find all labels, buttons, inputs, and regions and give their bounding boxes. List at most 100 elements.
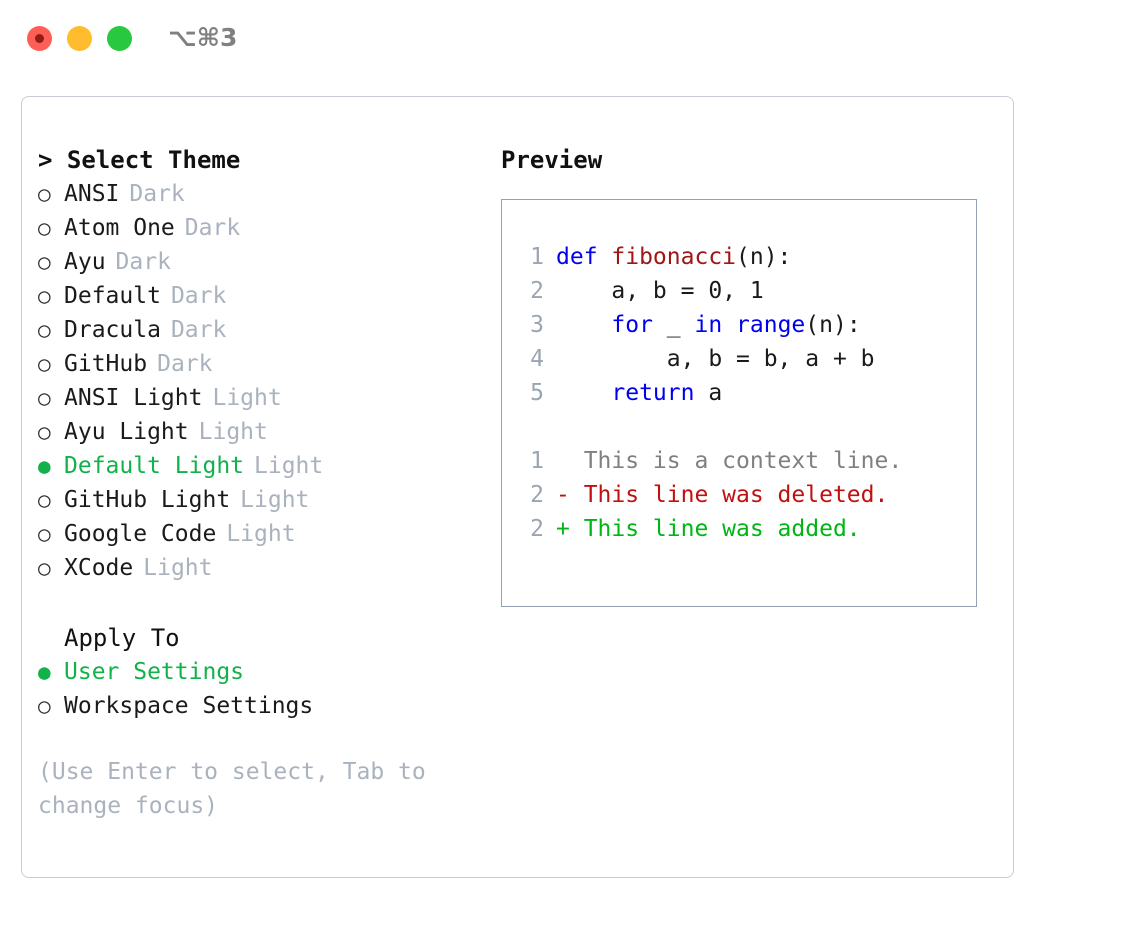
code-line-content: for _ in range(n): (556, 308, 861, 342)
diff-line-content: + This line was added. (556, 516, 861, 542)
code-token: return (611, 380, 695, 406)
radio-selected-icon[interactable]: ● (38, 454, 51, 478)
code-token: a, b = 0, 1 (556, 278, 764, 304)
theme-option-label: Ayu (64, 249, 106, 275)
code-line: 1 def fibonacci(n): (514, 240, 976, 274)
theme-option-tag: Light (240, 487, 310, 513)
apply-to-option-label: User Settings (64, 659, 245, 685)
theme-option-tag: Light (143, 555, 213, 581)
line-number: 2 (530, 482, 544, 508)
code-diff-spacer (514, 410, 976, 444)
theme-option-tag: Light (212, 385, 282, 411)
close-button[interactable] (27, 26, 52, 51)
theme-option-ayu[interactable]: ○ Ayu Dark (38, 245, 488, 279)
code-token: a (694, 380, 723, 406)
title-bar: ⌥⌘3 (0, 0, 1140, 78)
radio-unselected-icon[interactable]: ○ (38, 488, 51, 512)
radio-unselected-icon[interactable]: ○ (38, 318, 51, 342)
line-number: 4 (530, 346, 544, 372)
radio-unselected-icon[interactable]: ○ (38, 694, 51, 718)
theme-option-ansi[interactable]: ○ ANSI Dark (38, 177, 488, 211)
code-token: (n): (736, 244, 792, 270)
diff-sample: 1 This is a context line. 2 - This line wa… (514, 444, 976, 546)
radio-unselected-icon[interactable]: ○ (38, 522, 51, 546)
code-line: 2 a, b = 0, 1 (514, 274, 976, 308)
radio-selected-icon[interactable]: ● (38, 660, 51, 684)
theme-option-label: ANSI (64, 181, 120, 207)
code-line-content: a, b = b, a + b (556, 342, 875, 376)
theme-option-tag: Light (254, 453, 324, 479)
line-number: 2 (530, 278, 544, 304)
theme-option-tag: Dark (129, 181, 185, 207)
theme-option-label: ANSI Light (64, 385, 203, 411)
line-number: 1 (530, 244, 544, 270)
radio-unselected-icon[interactable]: ○ (38, 182, 51, 206)
diff-line: 1 This is a context line. (514, 444, 976, 478)
code-token: range (736, 312, 806, 338)
apply-to-header: Apply To (64, 624, 180, 652)
preview-title: Preview (501, 146, 603, 174)
theme-option-label: GitHub Light (64, 487, 231, 513)
theme-option-label: XCode (64, 555, 134, 581)
radio-unselected-icon[interactable]: ○ (38, 284, 51, 308)
radio-unselected-icon[interactable]: ○ (38, 420, 51, 444)
theme-option-ansi-light[interactable]: ○ ANSI Light Light (38, 381, 488, 415)
theme-option-github[interactable]: ○ GitHub Dark (38, 347, 488, 381)
line-number: 2 (530, 516, 544, 542)
theme-option-tag: Dark (157, 351, 213, 377)
diff-line-content: This is a context line. (556, 448, 903, 474)
code-token: (n): (805, 312, 861, 338)
radio-unselected-icon[interactable]: ○ (38, 556, 51, 580)
theme-option-tag: Dark (170, 283, 227, 309)
diff-line: 2 + This line was added. (514, 512, 976, 546)
zoom-button[interactable] (107, 26, 132, 51)
code-token (556, 312, 611, 338)
theme-option-default[interactable]: ○ Default Dark (38, 279, 488, 313)
code-token: for (611, 312, 653, 338)
minimize-button[interactable] (67, 26, 92, 51)
code-token: def (556, 244, 612, 270)
theme-option-label: GitHub (64, 351, 148, 377)
line-number: 1 (530, 448, 544, 474)
code-token (556, 380, 611, 406)
apply-to-option-list: ● User Settings ○ Workspace Settings (38, 655, 488, 723)
theme-option-tag: Light (198, 419, 268, 445)
diff-line: 2 - This line was deleted. (514, 478, 976, 512)
apply-to-option-workspace-settings[interactable]: ○ Workspace Settings (38, 689, 488, 723)
keyboard-shortcut-label: ⌥⌘3 (168, 23, 238, 52)
code-token: fibonacci (611, 244, 737, 270)
theme-option-tag: Light (226, 521, 296, 547)
theme-option-label: Default Light (64, 453, 245, 479)
code-line: 3 for _ in range(n): (514, 308, 976, 342)
code-line: 5 return a (514, 376, 976, 410)
theme-option-tag: Dark (115, 249, 171, 275)
theme-option-label: Dracula (64, 317, 161, 343)
theme-option-github-light[interactable]: ○ GitHub Light Light (38, 483, 488, 517)
code-token (722, 312, 736, 338)
radio-unselected-icon[interactable]: ○ (38, 352, 51, 376)
diff-line-content: - This line was deleted. (556, 482, 889, 508)
theme-option-label: Default (64, 283, 161, 309)
select-theme-header: > Select Theme (38, 146, 241, 174)
theme-option-default-light[interactable]: ● Default Light Light (38, 449, 488, 483)
apply-to-option-label: Workspace Settings (64, 693, 314, 719)
line-number: 3 (530, 312, 544, 338)
radio-unselected-icon[interactable]: ○ (38, 250, 51, 274)
apply-to-option-user-settings[interactable]: ● User Settings (38, 655, 488, 689)
radio-unselected-icon[interactable]: ○ (38, 216, 51, 240)
code-line: 4 a, b = b, a + b (514, 342, 976, 376)
theme-option-xcode[interactable]: ○ XCode Light (38, 551, 488, 585)
code-line-content: a, b = 0, 1 (556, 274, 764, 308)
radio-unselected-icon[interactable]: ○ (38, 386, 51, 410)
code-token: _ (652, 312, 695, 338)
